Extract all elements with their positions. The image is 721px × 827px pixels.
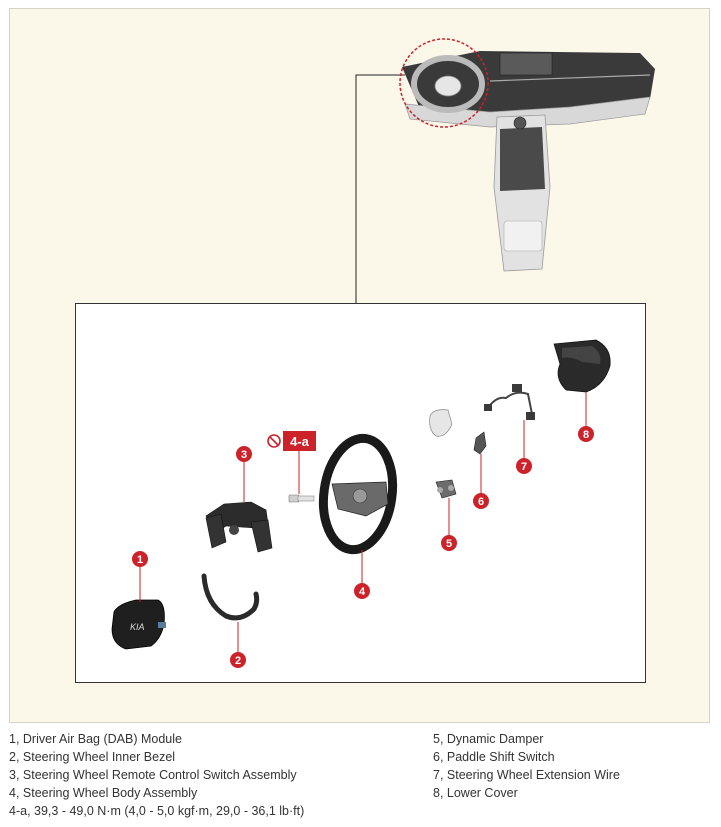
callout-2: 2 <box>230 652 246 668</box>
part-remote-control-switch <box>205 501 273 553</box>
part-driver-airbag-module: KIA <box>111 599 166 650</box>
display-screen <box>499 52 553 76</box>
callout-1-label: 1 <box>137 554 143 566</box>
overview-wheel-hub <box>434 75 462 97</box>
part-steering-wheel-body <box>318 433 398 555</box>
no-reuse-icon <box>267 434 281 448</box>
exploded-view-illustration: KIA 1 2 <box>111 339 611 668</box>
trim-line <box>489 74 651 82</box>
callout-4: 4 <box>354 583 370 599</box>
callout-3: 3 <box>236 446 252 462</box>
callout-8: 8 <box>578 426 594 442</box>
callout-5: 5 <box>441 535 457 551</box>
callout-7-label: 7 <box>521 461 527 473</box>
part-dynamic-damper <box>435 479 457 499</box>
gear-knob-icon <box>513 116 527 130</box>
airbag-logo-mark: KIA <box>130 622 145 632</box>
console-top <box>500 127 545 191</box>
callout-6: 6 <box>473 493 489 509</box>
part-paddle-shift-switch <box>473 431 487 455</box>
leader-line <box>355 74 405 303</box>
torque-label-4a: 4-a <box>283 431 316 451</box>
part-extension-wire <box>484 384 535 420</box>
callout-6-label: 6 <box>478 496 484 508</box>
dashboard-lower <box>404 96 651 128</box>
legend-item: 7, Steering Wheel Extension Wire <box>433 768 620 782</box>
dashboard-body <box>402 51 655 114</box>
callout-7: 7 <box>516 458 532 474</box>
part-lower-cover <box>553 339 611 393</box>
part-inner-bezel <box>201 573 260 621</box>
overview-steering-wheel <box>411 55 485 113</box>
callout-2-label: 2 <box>235 655 241 667</box>
callout-4-label: 4 <box>359 586 366 598</box>
parts-legend: 1, Driver Air Bag (DAB) Module 2, Steeri… <box>9 730 711 822</box>
console-storage <box>503 220 543 252</box>
callout-8-label: 8 <box>583 429 589 441</box>
callout-1: 1 <box>132 551 148 567</box>
dashboard-overview-illustration <box>355 38 655 303</box>
legend-item: 2, Steering Wheel Inner Bezel <box>9 750 176 764</box>
legend-column-right: 5, Dynamic Damper 6, Paddle Shift Switch… <box>433 730 620 802</box>
torque-label-text: 4-a <box>290 434 310 449</box>
part-cover-plate <box>429 409 453 437</box>
exploded-view-box: KIA 1 2 <box>75 303 646 683</box>
figure-panel: KIA 1 2 <box>9 8 710 723</box>
legend-item: 3, Steering Wheel Remote Control Switch … <box>9 768 297 782</box>
callout-5-label: 5 <box>446 538 452 550</box>
legend-item: 4-a, 39,3 - 49,0 N·m (4,0 - 5,0 kgf·m, 2… <box>9 804 305 818</box>
legend-item: 6, Paddle Shift Switch <box>433 750 555 764</box>
legend-item: 1, Driver Air Bag (DAB) Module <box>9 732 182 746</box>
part-bolt <box>288 494 315 503</box>
legend-column-left: 1, Driver Air Bag (DAB) Module 2, Steeri… <box>9 730 304 820</box>
highlight-circle <box>399 38 489 128</box>
legend-item: 4, Steering Wheel Body Assembly <box>9 786 198 800</box>
legend-item: 5, Dynamic Damper <box>433 732 544 746</box>
callout-3-label: 3 <box>241 449 247 461</box>
legend-item: 8, Lower Cover <box>433 786 518 800</box>
